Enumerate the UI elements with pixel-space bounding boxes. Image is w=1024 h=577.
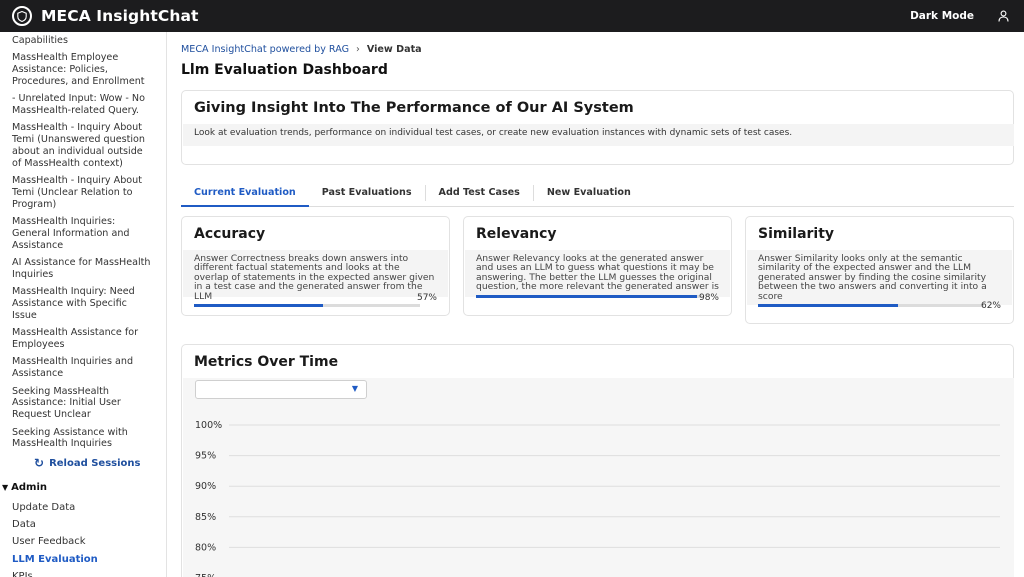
metric-title: Accuracy: [194, 226, 266, 242]
insight-title: Giving Insight Into The Performance of O…: [194, 100, 634, 116]
shield-logo-icon: [12, 6, 32, 26]
metric-description: Answer Similarity looks only at the sema…: [758, 253, 987, 302]
line-chart: 100% 95% 90% 85% 80% 75%: [195, 420, 1000, 577]
y-tick-label: 80%: [195, 542, 216, 553]
progress-fill: [194, 304, 323, 308]
admin-label: Admin: [11, 482, 48, 493]
metric-percent: 57%: [416, 293, 437, 303]
user-icon[interactable]: [996, 9, 1010, 23]
relevancy-card: Relevancy Answer Relevancy looks at the …: [463, 216, 732, 316]
admin-item-data[interactable]: Data: [12, 519, 36, 531]
session-item[interactable]: MassHealth Employee Assistance: Policies…: [12, 52, 145, 87]
y-tick-label: 75%: [195, 573, 216, 577]
progress-fill: [758, 304, 899, 308]
caret-down-icon: ▼: [2, 483, 9, 492]
session-list: AI Assistance: General Capabilities Mass…: [12, 32, 152, 456]
session-item[interactable]: MassHealth Inquiries: General Informatio…: [12, 216, 130, 251]
tab-divider: [424, 185, 426, 201]
chevron-right-icon: ›: [356, 44, 360, 55]
admin-item-kpis[interactable]: KPIs: [12, 570, 33, 577]
session-item[interactable]: AI Assistance: General Capabilities: [12, 32, 120, 46]
breadcrumb: MECA InsightChat powered by RAG › View D…: [181, 44, 422, 55]
metric-percent: 62%: [980, 301, 1001, 311]
metric-body: Answer Similarity looks only at the sema…: [747, 250, 1012, 308]
insight-description: Look at evaluation trends, performance o…: [183, 124, 1014, 146]
y-tick-label: 100%: [195, 420, 222, 431]
tab-current-evaluation[interactable]: Current Evaluation: [181, 182, 309, 207]
y-tick-label: 90%: [195, 481, 216, 492]
similarity-card: Similarity Answer Similarity looks only …: [745, 216, 1014, 324]
session-item[interactable]: MassHealth - Inquiry About Temi (Unclear…: [12, 175, 142, 210]
tab-new-evaluation[interactable]: New Evaluation: [546, 187, 631, 198]
sidebar: AI Assistance: General Capabilities Mass…: [0, 32, 167, 577]
metric-description: Answer Relevancy looks at the generated …: [476, 253, 719, 293]
progress-bar: [476, 294, 702, 298]
y-tick-label: 95%: [195, 451, 216, 462]
tab-bar: Current Evaluation Past Evaluations Add …: [181, 182, 1014, 207]
admin-item-llm-evaluation[interactable]: LLM Evaluation: [12, 553, 98, 565]
session-item[interactable]: Seeking Assistance with MassHealth Inqui…: [12, 426, 128, 450]
tab-past-evaluations[interactable]: Past Evaluations: [321, 187, 412, 198]
session-item[interactable]: AI Assistance for MassHealth Inquiries: [12, 257, 151, 280]
tab-add-test-cases[interactable]: Add Test Cases: [438, 187, 520, 198]
session-item[interactable]: Seeking MassHealth Assistance: Initial U…: [12, 385, 121, 421]
metric-body: Answer Correctness breaks down answers i…: [183, 250, 448, 308]
reload-sessions-label: Reload Sessions: [49, 457, 141, 469]
accuracy-card: Accuracy Answer Correctness breaks down …: [181, 216, 450, 316]
session-item[interactable]: - Unrelated Input: Wow - No MassHealth-r…: [12, 93, 145, 116]
admin-section-toggle[interactable]: ▼Admin: [2, 482, 47, 493]
metrics-over-time-card: Metrics Over Time 100% 95% 90% 85% 80% 75% ▼: [181, 344, 1014, 577]
progress-fill: [476, 294, 698, 298]
dark-mode-toggle[interactable]: Dark Mode: [910, 10, 974, 22]
progress-bar: [194, 304, 420, 308]
caret-down-icon: ▼: [351, 384, 358, 393]
tab-divider: [532, 185, 534, 201]
metric-title: Similarity: [758, 226, 835, 242]
metric-body: Answer Relevancy looks at the generated …: [465, 250, 730, 298]
admin-menu: Update Data Data User Feedback LLM Evalu…: [12, 499, 98, 577]
chart-title: Metrics Over Time: [194, 354, 339, 370]
page-title: Llm Evaluation Dashboard: [181, 62, 388, 78]
y-tick-label: 85%: [195, 512, 216, 523]
breadcrumb-current: View Data: [366, 44, 422, 55]
refresh-icon: ↻: [34, 456, 45, 470]
brand[interactable]: MECA InsightChat: [12, 6, 199, 26]
metric-percent: 98%: [698, 293, 719, 303]
session-item[interactable]: MassHealth - Inquiry About Temi (Unanswe…: [12, 122, 145, 169]
chart-area: 100% 95% 90% 85% 80% 75% ▼: [183, 378, 1014, 577]
metric-title: Relevancy: [476, 226, 557, 242]
app-title: MECA InsightChat: [41, 7, 199, 25]
metric-description: Answer Correctness breaks down answers i…: [194, 253, 435, 302]
progress-bar: [758, 304, 984, 308]
metric-select[interactable]: ▼: [195, 380, 367, 399]
session-item[interactable]: MassHealth Inquiry: Need Assistance with…: [12, 286, 135, 321]
admin-item-update-data[interactable]: Update Data: [12, 502, 76, 513]
insight-card: Giving Insight Into The Performance of O…: [181, 90, 1014, 165]
breadcrumb-home-link[interactable]: MECA InsightChat powered by RAG: [181, 44, 350, 55]
admin-item-user-feedback[interactable]: User Feedback: [12, 536, 86, 548]
session-item[interactable]: MassHealth Inquiries and Assistance: [12, 356, 134, 380]
session-item[interactable]: MassHealth Assistance for Employees: [12, 327, 139, 351]
top-bar: MECA InsightChat Dark Mode: [0, 0, 1024, 32]
reload-sessions-button[interactable]: ↻ Reload Sessions: [34, 456, 141, 470]
